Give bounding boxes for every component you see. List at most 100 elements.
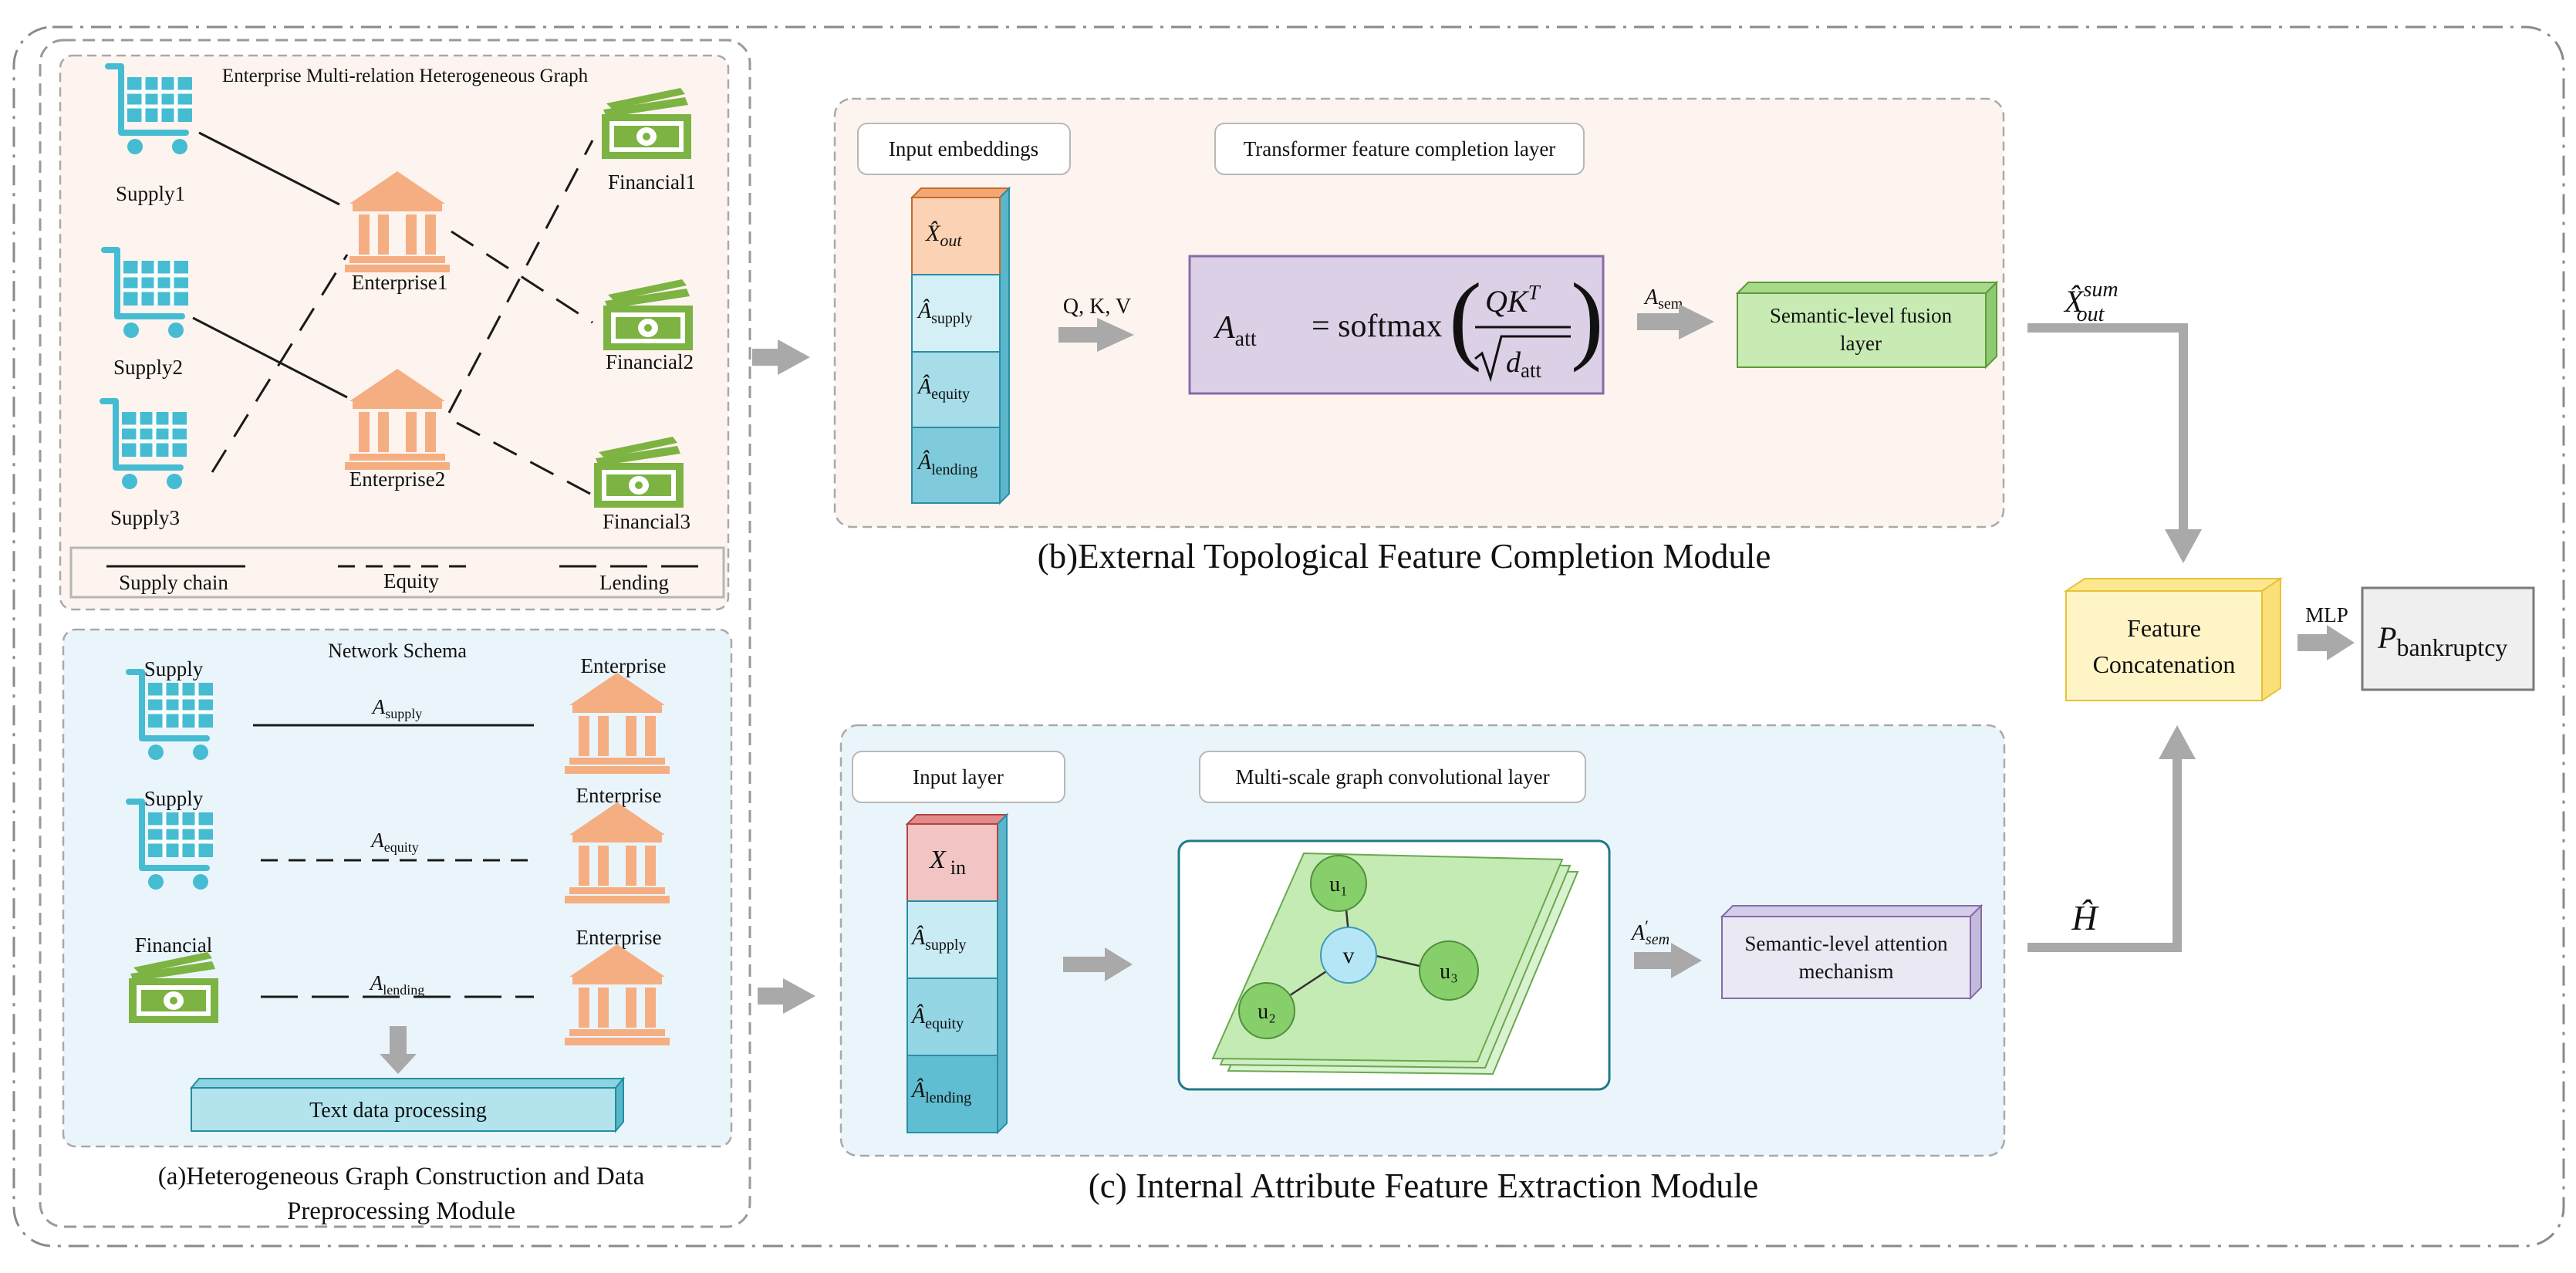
x-out-sub: out — [940, 231, 962, 250]
formula-a-symbol: A — [1213, 310, 1235, 346]
schema-row2-left: Supply — [144, 787, 204, 810]
a-supply-symbol-c: Â — [910, 926, 926, 950]
node-u2 — [1238, 982, 1295, 1039]
x-in-symbol: X — [928, 846, 947, 874]
down-arrow-text-processing — [380, 1026, 417, 1074]
legend-box — [69, 546, 725, 599]
a-sem-prime-label: A′sem — [1630, 917, 1670, 948]
schema-a-equity-symbol: A — [370, 829, 384, 852]
fusion-label-line2: layer — [1840, 332, 1882, 355]
input-layer-label: Input layer — [913, 765, 1004, 788]
a-lending-cell-b — [911, 427, 1001, 504]
schema-a-equity: Aequity — [370, 829, 419, 855]
p-bankruptcy-label: Pbankruptcy — [2377, 620, 2507, 661]
x-out-sum-sub: out — [2077, 302, 2105, 326]
h-hat-label: Ĥ — [2071, 898, 2099, 937]
a-sem-symbol: A — [1643, 285, 1659, 309]
x-in-cell — [906, 823, 998, 902]
schema-a-lending: Alending — [369, 971, 425, 998]
arrow-a-sem-prime — [1634, 943, 1702, 978]
x-out-sum-sup: sum — [2083, 278, 2118, 302]
a-equity-symbol-c: Â — [910, 1005, 926, 1028]
transformer-layer-tag — [1214, 123, 1585, 175]
a-sem-prime-sup: ′ — [1645, 917, 1649, 936]
x-out-cell — [911, 197, 1001, 275]
arrow-qkv — [1058, 318, 1134, 352]
p-sub: bankruptcy — [2396, 633, 2507, 661]
schema-row1-right: Enterprise — [581, 654, 667, 677]
attention-label-line1: Semantic-level attention — [1744, 932, 1948, 955]
formula-a-att: Aatt — [1213, 310, 1257, 351]
formula-denominator: datt — [1506, 346, 1541, 382]
legend-lending: Lending — [599, 571, 669, 594]
module-b-caption: (b)External Topological Feature Completi… — [1038, 537, 1771, 576]
text-processing-label: Text data processing — [309, 1099, 487, 1123]
path-c-to-concat — [2027, 756, 2182, 952]
fusion-label-line1: Semantic-level fusion — [1770, 304, 1953, 327]
input-layer-tag — [852, 751, 1065, 803]
arrow-a-to-c — [758, 978, 815, 1014]
a-supply-symbol-b: Â — [917, 299, 932, 323]
arrow-a-sem — [1637, 304, 1714, 339]
a-equity-label-c: Âequity — [910, 1005, 964, 1032]
formula-qk: QK — [1485, 284, 1530, 319]
feature-concat-box — [2063, 577, 2284, 702]
a-lending-cell-c — [906, 1055, 998, 1133]
legend-equity: Equity — [383, 569, 439, 593]
attention-formula-box — [1188, 255, 1605, 395]
node-u3-label: u₃ — [1440, 960, 1458, 984]
formula-sqrt-sign — [1474, 335, 1571, 383]
formula-d-sub: att — [1521, 359, 1541, 382]
enterprise1-label: Enterprise1 — [352, 271, 447, 294]
formula-numerator: QKT — [1485, 281, 1541, 319]
a-lending-symbol-c: Â — [910, 1079, 926, 1102]
mlp-label: MLP — [2305, 603, 2348, 626]
input-embeddings-label: Input embeddings — [889, 137, 1038, 160]
a-sem-sub: sem — [1658, 295, 1683, 312]
formula-att-sub: att — [1235, 327, 1257, 351]
schema-row1-left: Supply — [144, 657, 204, 680]
p-symbol: P — [2377, 620, 2396, 655]
gcn-plane-front — [1211, 852, 1564, 1063]
a-equity-symbol-b: Â — [917, 375, 932, 399]
a-lending-sub-c: lending — [925, 1089, 971, 1106]
module-a-caption-line2: Preprocessing Module — [287, 1197, 515, 1225]
arrow-to-gcn — [1063, 947, 1133, 981]
a-lending-symbol-b: Â — [917, 451, 932, 474]
graph-title: Enterprise Multi-relation Heterogeneous … — [222, 66, 589, 86]
network-schema-panel — [62, 628, 733, 1148]
a-supply-label-b: Âsupply — [917, 299, 972, 327]
outer-frame — [12, 25, 2565, 1248]
a-lending-sub-b: lending — [931, 461, 977, 478]
legend-supply-chain: Supply chain — [119, 571, 228, 594]
schema-title: Network Schema — [328, 640, 467, 662]
schema-row3-left: Financial — [135, 934, 212, 957]
formula-softmax: = softmax — [1312, 309, 1443, 344]
node-v-label: v — [1343, 943, 1355, 968]
transformer-layer-label: Transformer feature completion layer — [1244, 137, 1556, 160]
formula-t: T — [1528, 281, 1541, 304]
module-a-frame — [39, 39, 751, 1228]
arrowhead-b-to-concat — [2165, 529, 2202, 563]
formula-paren-left: ( — [1449, 263, 1482, 373]
attention-label-line2: mechanism — [1799, 960, 1894, 983]
module-a-caption-line1: (a)Heterogeneous Graph Construction and … — [158, 1163, 645, 1190]
a-equity-sub-c: equity — [925, 1015, 964, 1032]
embedding-stack-c — [905, 812, 1009, 1135]
arrow-a-to-b — [752, 339, 810, 375]
formula-d: d — [1506, 346, 1521, 379]
a-equity-label-b: Âequity — [917, 375, 970, 403]
financial2-label: Financial2 — [606, 350, 694, 373]
x-in-sub: in — [950, 856, 966, 879]
schema-row2-right: Enterprise — [576, 784, 662, 807]
schema-a-lending-symbol: A — [369, 971, 383, 994]
probability-output-box — [2361, 586, 2535, 691]
a-supply-cell-b — [911, 274, 1001, 353]
financial3-label: Financial3 — [603, 510, 690, 533]
node-v — [1320, 927, 1377, 984]
a-sem-prime-sub: sem — [1646, 931, 1670, 948]
a-equity-cell-b — [911, 351, 1001, 428]
supply3-label: Supply3 — [110, 506, 180, 529]
